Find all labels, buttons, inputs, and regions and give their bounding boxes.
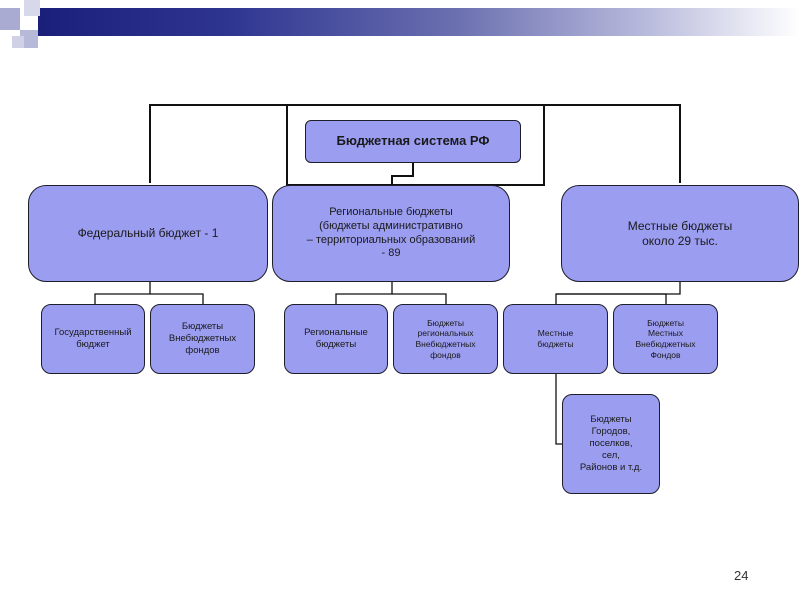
connector-line: [94, 282, 151, 304]
node-city-budgets: Бюджеты Городов, поселков, сел, Районов …: [562, 394, 660, 494]
node-label: Местные бюджеты около 29 тыс.: [627, 218, 733, 248]
node-label: Бюджеты Местных Внебюджетных Фондов: [635, 317, 696, 360]
connector-line: [150, 293, 204, 304]
node-federal-offbudget-funds: Бюджеты Внебюджетных фондов: [150, 304, 255, 374]
title-bar-decoration: [38, 8, 800, 36]
node-label: Государственный бюджет: [54, 327, 132, 350]
page-number: 24: [734, 568, 749, 583]
node-label: Региональные бюджеты: [304, 327, 368, 350]
node-regional-budgets: Региональные бюджеты (бюджеты администра…: [272, 185, 510, 282]
node-local-budgets-sub: Местные бюджеты: [503, 304, 608, 374]
node-state-budget: Государственный бюджет: [41, 304, 145, 374]
node-local-offbudget-funds: Бюджеты Местных Внебюджетных Фондов: [613, 304, 718, 374]
root-node-label: Бюджетная система РФ: [336, 133, 490, 149]
node-label: Бюджеты региональных Внебюджетных фондов: [415, 317, 476, 360]
node-local-budgets: Местные бюджеты около 29 тыс.: [561, 185, 799, 282]
node-label: Бюджеты Городов, поселков, сел, Районов …: [579, 414, 643, 473]
connector-line: [392, 293, 447, 304]
connector-line: [555, 282, 681, 304]
connector-line: [555, 374, 562, 445]
node-label: Бюджеты Внебюджетных фондов: [168, 321, 237, 356]
node-label: Местные бюджеты: [537, 328, 574, 349]
decor-square: [12, 36, 24, 48]
node-label: Федеральный бюджет - 1: [77, 226, 219, 240]
node-label: Региональные бюджеты (бюджеты администра…: [306, 206, 476, 260]
connector-line: [556, 293, 667, 304]
node-regional-budgets-sub: Региональные бюджеты: [284, 304, 388, 374]
connector-line: [149, 104, 681, 183]
decor-square: [20, 30, 38, 48]
decor-square: [24, 0, 40, 16]
root-node-budget-system: Бюджетная система РФ: [305, 120, 521, 163]
decor-square: [0, 8, 20, 30]
connector-line: [335, 282, 393, 304]
node-regional-offbudget-funds: Бюджеты региональных Внебюджетных фондов: [393, 304, 498, 374]
node-federal-budget: Федеральный бюджет - 1: [28, 185, 268, 282]
connector-line: [391, 163, 414, 185]
